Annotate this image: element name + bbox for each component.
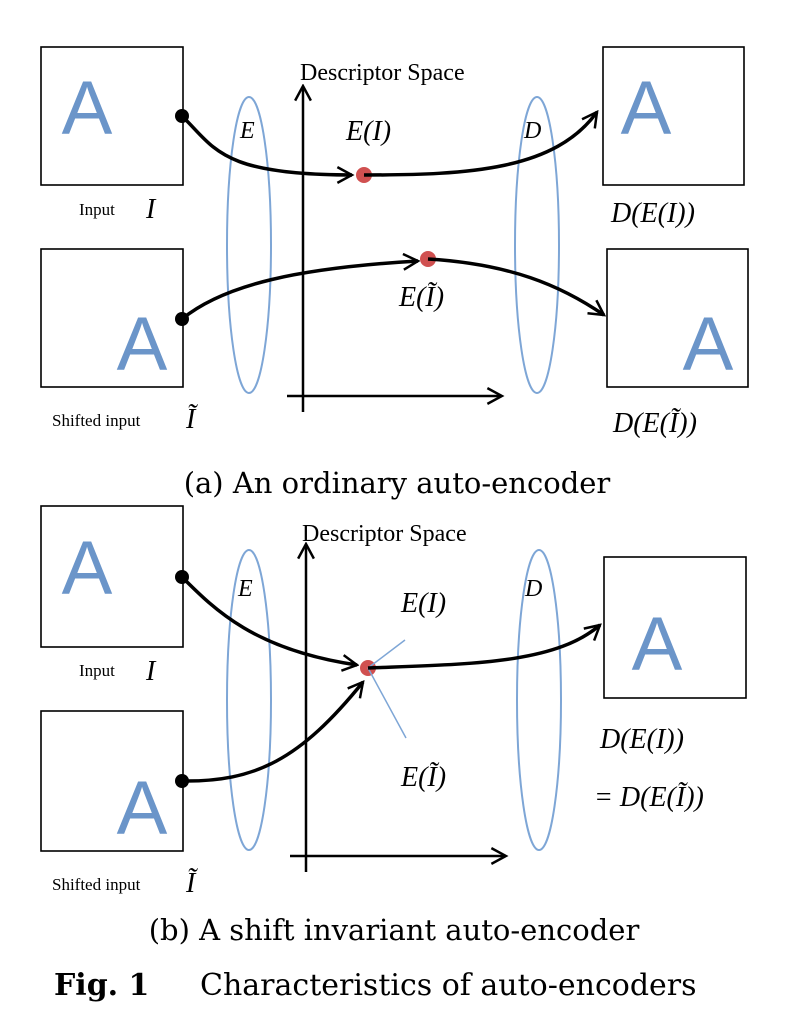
decoder-label-b: D <box>524 576 542 602</box>
code-label-b: E(I) <box>400 588 446 619</box>
output-shifted-image-box <box>606 248 749 388</box>
code-label: E(I) <box>345 116 391 147</box>
shifted-letter-b: A <box>117 766 168 851</box>
output-label-b: D(E(I)) <box>599 724 684 755</box>
output-letter: A <box>621 66 672 151</box>
encoder-label-b: E <box>237 576 253 602</box>
panel-a: Descriptor Space E D A Input I A Shifted… <box>40 46 749 500</box>
output-shifted-letter: A <box>683 302 734 387</box>
output-letter-b: A <box>632 602 683 687</box>
output-image-box <box>602 46 745 186</box>
encode-arrow <box>180 114 352 175</box>
input-label: Input <box>79 200 115 219</box>
panel-a-caption: (a) An ordinary auto-encoder <box>184 466 611 500</box>
encoder-ellipse <box>226 96 272 394</box>
descriptor-axes-b <box>290 544 506 872</box>
figure-caption: Fig. 1 Characteristics of auto-encoders <box>54 968 697 1003</box>
code-shifted-label: E(Ĩ) <box>398 282 444 313</box>
encode-shifted-arrow-b <box>181 682 363 783</box>
encode-shifted-arrow <box>180 261 418 321</box>
axis-title: Descriptor Space <box>300 60 465 86</box>
shifted-letter: A <box>117 302 168 387</box>
output-label: D(E(I)) <box>610 198 695 229</box>
decode-shifted-arrow <box>427 257 604 315</box>
figure-caption-text: Characteristics of auto-encoders <box>200 968 697 1003</box>
shifted-image-box-b <box>40 710 184 852</box>
code-shifted-label-b: E(Ĩ) <box>400 762 446 793</box>
shifted-symbol-b: Ĩ <box>185 868 198 899</box>
decode-arrow-b <box>367 625 600 670</box>
output-image-box-b <box>603 556 747 699</box>
code-leader-line <box>367 639 406 669</box>
axis-title-b: Descriptor Space <box>302 521 467 547</box>
decoder-ellipse-b <box>516 549 562 851</box>
shifted-label: Shifted input <box>52 411 141 430</box>
panel-b-caption: (b) A shift invariant auto-encoder <box>149 913 640 947</box>
panel-b: Descriptor Space E D A Input I A Shifted… <box>40 505 747 947</box>
input-image-box <box>40 46 184 186</box>
shifted-symbol: Ĩ <box>185 404 198 435</box>
figure-number: Fig. 1 <box>54 968 149 1003</box>
output-equal-label: = D(E(Ĩ)) <box>594 782 704 813</box>
encode-arrow-b <box>180 575 357 665</box>
input-symbol-b: I <box>145 656 157 687</box>
decoder-label: D <box>523 118 541 144</box>
input-symbol: I <box>145 194 157 225</box>
decode-arrow <box>363 112 597 177</box>
encoder-label: E <box>239 118 255 144</box>
input-letter: A <box>62 66 113 151</box>
input-letter-b: A <box>62 526 113 611</box>
descriptor-axes <box>287 86 502 412</box>
output-shifted-label: D(E(Ĩ)) <box>612 408 697 439</box>
encoder-ellipse-b <box>226 549 272 851</box>
shifted-label-b: Shifted input <box>52 875 141 894</box>
input-label-b: Input <box>79 661 115 680</box>
code-shifted-leader-line <box>367 667 407 739</box>
decoder-ellipse <box>514 96 560 394</box>
